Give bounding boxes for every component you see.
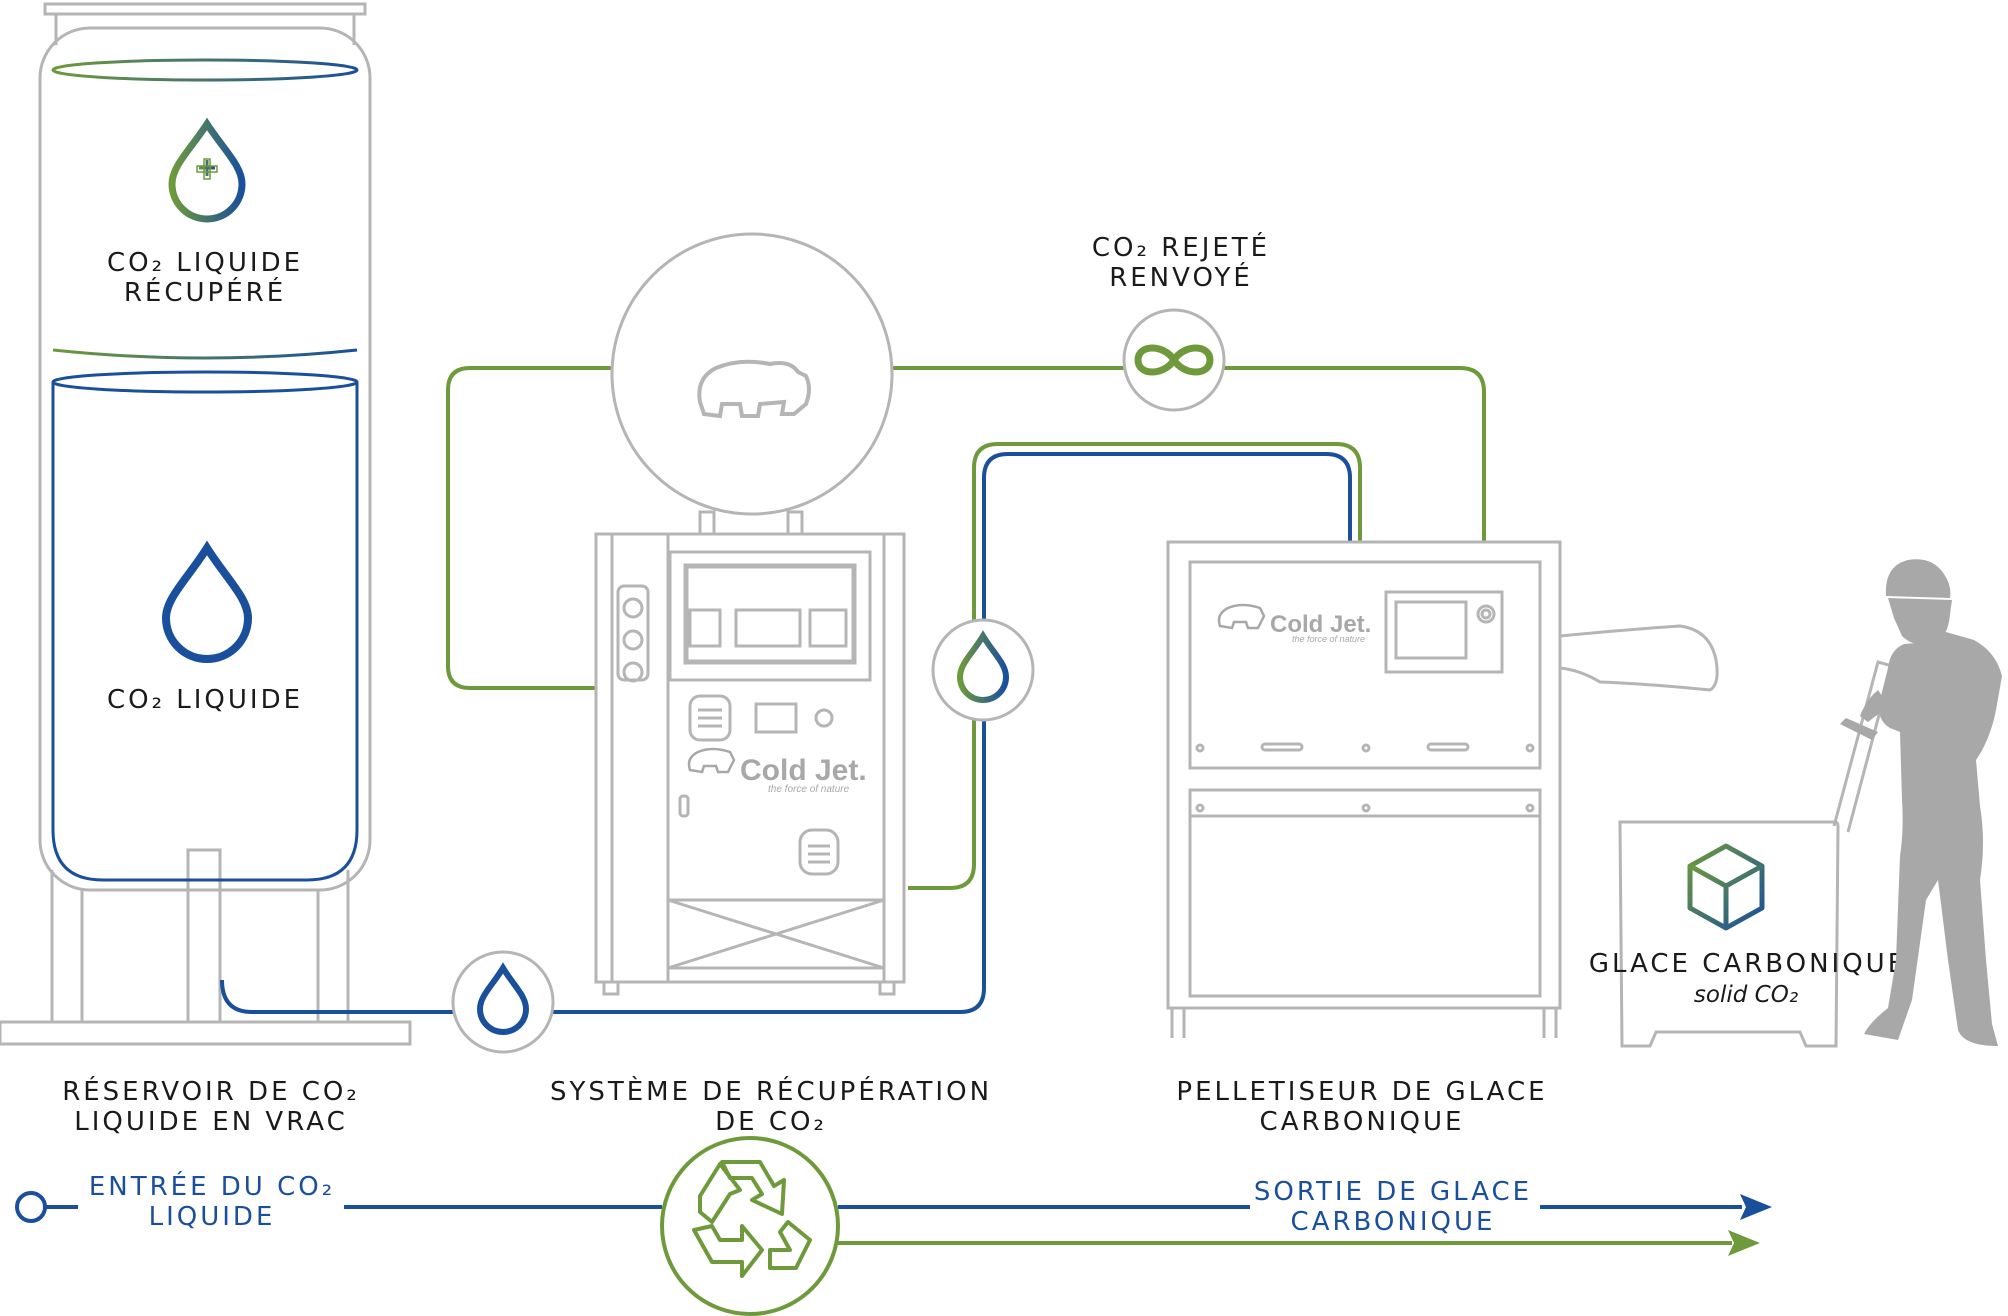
cube-icon [1687, 843, 1765, 931]
recovered-liquid-label-2: RÉCUPÉRÉ [124, 276, 286, 308]
drop-plus-icon [168, 117, 246, 223]
recovery-system-label-2: DE CO₂ [715, 1107, 827, 1137]
pelletizer-brand-logo: Cold Jet. the force of nature [1217, 603, 1371, 644]
drop-node-horizontal [451, 950, 555, 1054]
output-label-1: SORTIE DE GLACE [1254, 1177, 1532, 1207]
recycle-node [660, 1136, 840, 1316]
output-label-bg [1250, 1176, 1540, 1234]
rejected-pipe [446, 366, 1486, 690]
recovery-system [594, 232, 906, 996]
recovered-compartment [51, 58, 359, 360]
drop-icon-small [956, 630, 1010, 703]
drop-icon-blue [476, 962, 530, 1035]
recovery-system-label-1: SYSTÈME DE RÉCUPÉRATION [550, 1075, 992, 1107]
liquid-label: CO₂ LIQUIDE [107, 685, 303, 715]
input-label-2: LIQUIDE [149, 1202, 276, 1232]
pelletizer-label-1: PELLETISEUR DE GLACE [1176, 1077, 1547, 1107]
drop-node-vertical [931, 618, 1035, 722]
recovery-brand-name: Cold Jet. [740, 754, 867, 787]
drop-icon [161, 540, 253, 663]
pelletizer-brand-tagline: the force of nature [1292, 634, 1365, 644]
pelletizer [1166, 540, 1719, 1038]
loop-node [1122, 308, 1226, 412]
dry-ice-sub-label: solid CO₂ [1694, 982, 1798, 1008]
recovery-brand-tagline: the force of nature [768, 784, 850, 795]
output-arrow-blue [1740, 1194, 1772, 1220]
return-pipe-inner [908, 442, 1362, 890]
bulk-tank [0, 2, 412, 1046]
liquid-compartment [51, 370, 359, 882]
bulk-tank-label-2: LIQUIDE EN VRAC [74, 1107, 347, 1137]
worker-silhouette [1840, 559, 2002, 1046]
liquid-pipe [220, 452, 1352, 1014]
pelletizer-brand-name: Cold Jet. [1270, 611, 1371, 638]
recovery-brand-logo: Cold Jet. the force of nature [687, 747, 867, 795]
output-label-2: CARBONIQUE [1291, 1207, 1496, 1237]
input-marker [15, 1191, 78, 1223]
recycle-icon [692, 1160, 812, 1278]
input-label-1: ENTRÉE DU CO₂ [89, 1170, 335, 1202]
dry-ice-label: GLACE CARBONIQUE [1589, 949, 1907, 979]
pelletizer-label-2: CARBONIQUE [1260, 1107, 1465, 1137]
bear-logo-icon [697, 359, 811, 419]
dry-ice-bin [1618, 660, 1894, 1048]
loop-icon [1134, 344, 1214, 376]
bulk-tank-label-1: RÉSERVOIR DE CO₂ [62, 1075, 360, 1107]
recovered-liquid-label-1: CO₂ LIQUIDE [107, 248, 303, 278]
rejected-label-2: RENVOYÉ [1109, 261, 1253, 293]
rejected-label-1: CO₂ REJETÉ [1092, 231, 1270, 263]
output-arrow-green [1728, 1230, 1760, 1256]
